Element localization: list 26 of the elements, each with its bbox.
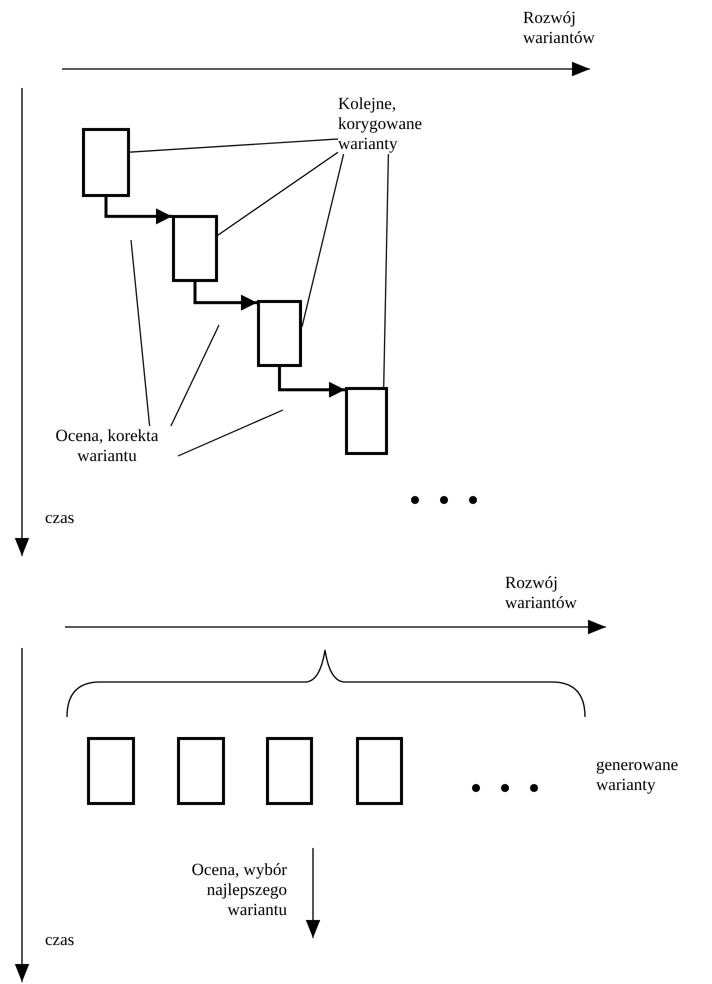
axis-label: czas — [45, 930, 76, 950]
arrow — [278, 367, 345, 398]
variant-box — [356, 737, 403, 805]
step-label: Ocena, wybór najlepszego wariantu — [190, 860, 287, 920]
arrow — [104, 197, 172, 224]
variant-box — [172, 215, 218, 282]
axis-label: Rozwój wariantów — [523, 8, 596, 48]
annotation-text: Ocena, korekta wariantu — [36, 426, 178, 466]
leader-line — [130, 240, 150, 426]
leader-line — [130, 138, 338, 153]
arrow — [194, 282, 257, 311]
variant-box — [266, 737, 313, 805]
annotation-text: generowane warianty — [596, 755, 680, 795]
leader-line — [170, 324, 220, 426]
axis-label: Rozwój wariantów — [505, 573, 578, 613]
variant-box — [345, 387, 388, 455]
leader-line — [301, 154, 344, 327]
axis-label: czas — [45, 508, 76, 528]
leader-line — [383, 154, 389, 388]
leader-line — [178, 409, 284, 457]
annotation-text: Kolejne, korygowane warianty — [338, 94, 450, 154]
leader-line — [218, 152, 338, 236]
variant-box — [87, 737, 135, 805]
variant-box — [82, 128, 130, 197]
variant-box — [177, 737, 225, 805]
variant-box — [257, 300, 302, 367]
